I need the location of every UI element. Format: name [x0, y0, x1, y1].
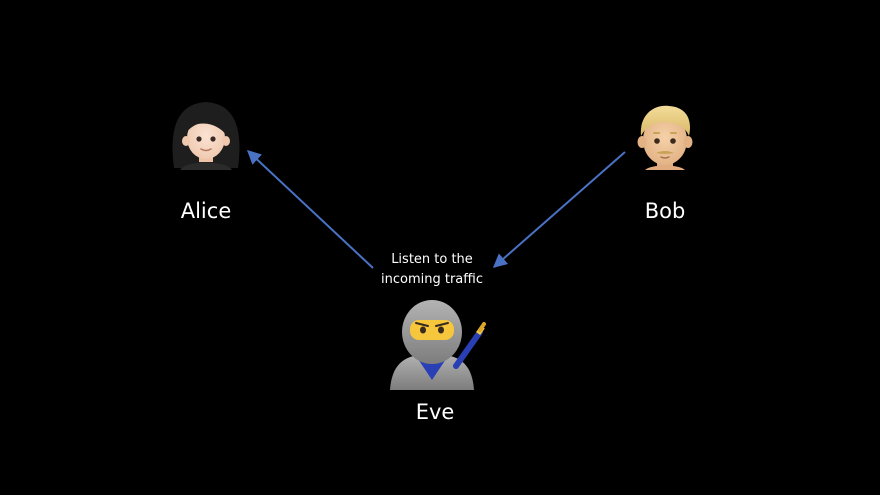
- man-blond-emoji-icon: [637, 105, 693, 170]
- annotation-line-2: incoming traffic: [381, 272, 483, 287]
- annotation-line-1: Listen to the: [391, 252, 473, 267]
- woman-emoji-icon: [172, 102, 240, 170]
- arrow-eve-to-alice: [246, 150, 374, 269]
- node-label-bob: Bob: [644, 199, 686, 223]
- arrow-bob-to-eve: [492, 151, 626, 268]
- annotation-caption: Listen to the incoming traffic: [362, 250, 502, 290]
- node-label-eve: Eve: [415, 400, 455, 424]
- node-label-alice: Alice: [180, 199, 232, 223]
- ninja-emoji-icon: [390, 300, 486, 390]
